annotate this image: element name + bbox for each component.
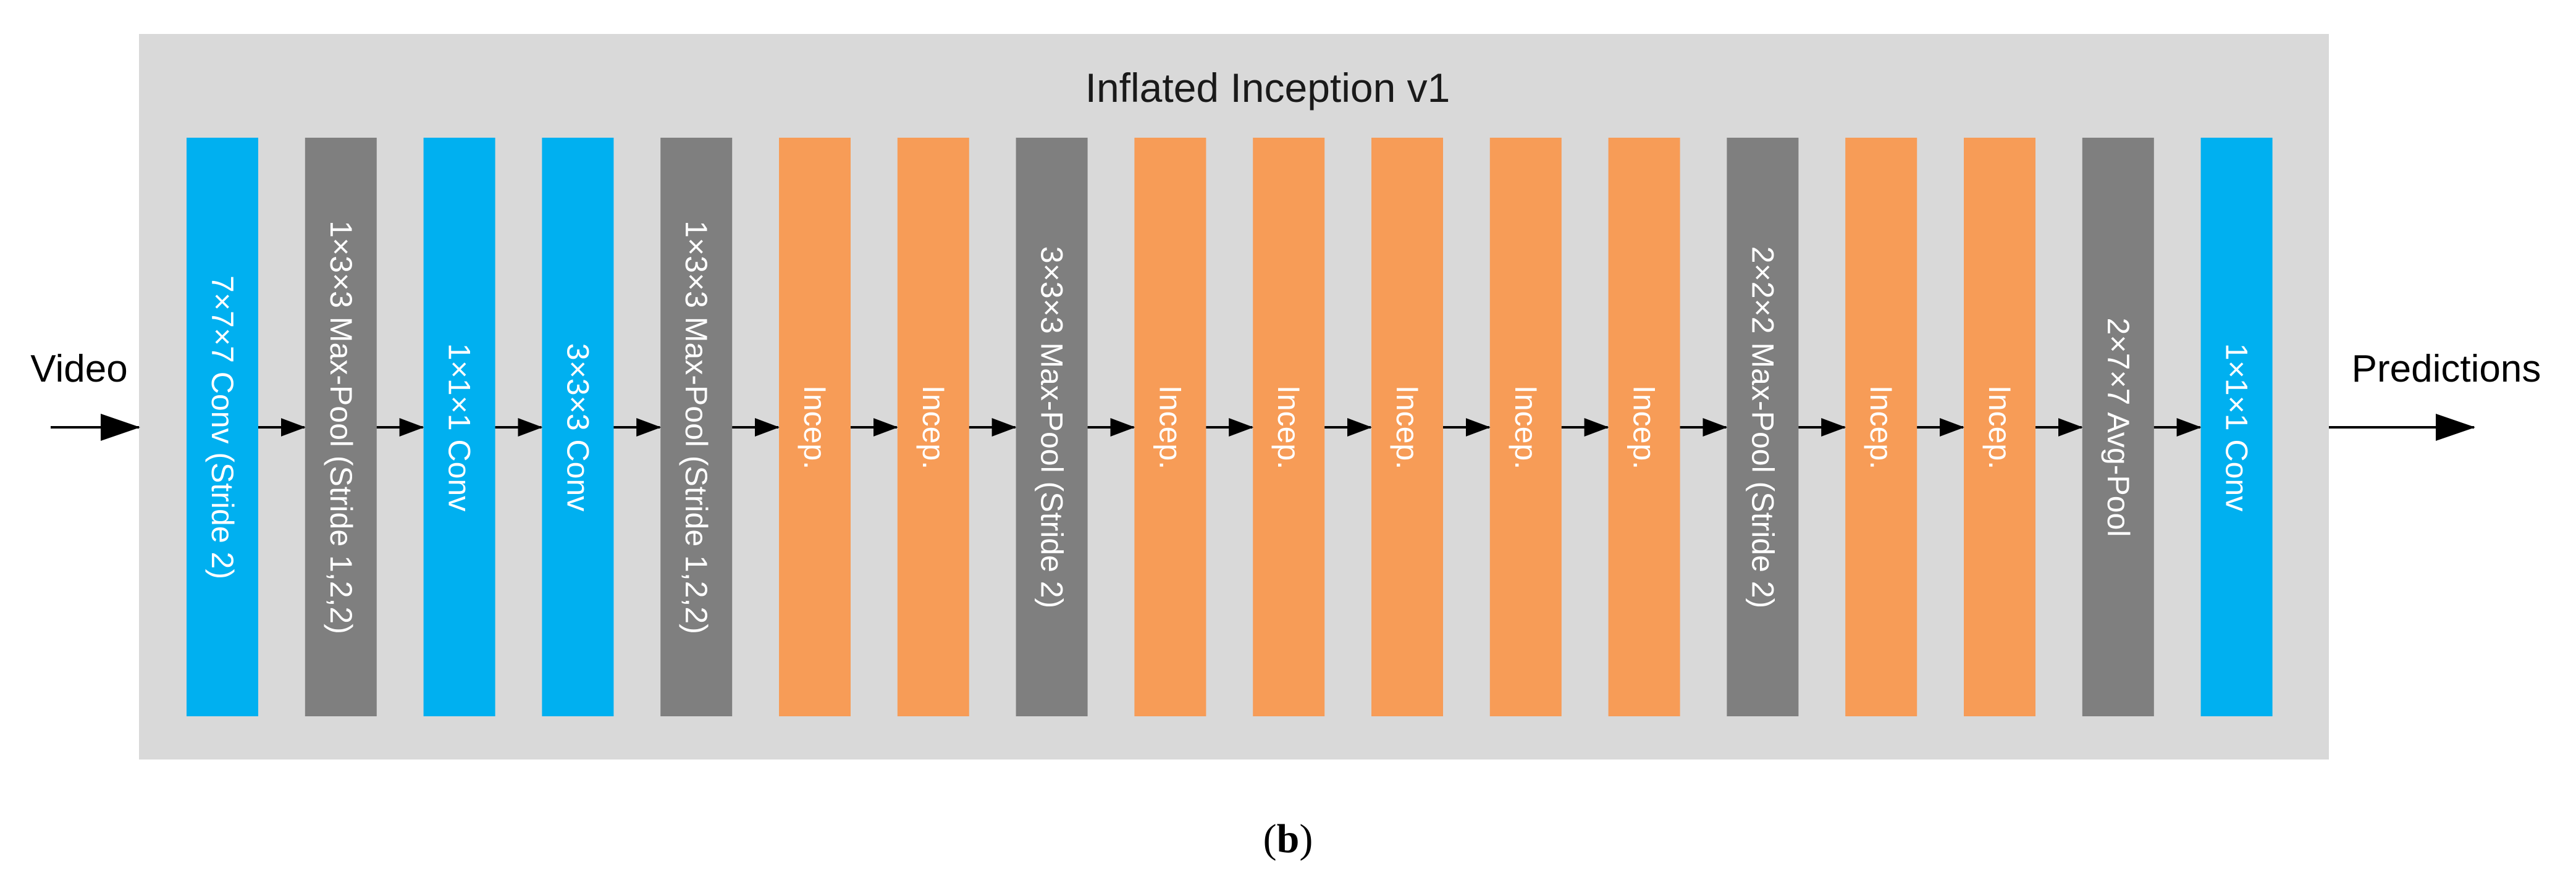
layer-block-incep: Incep. xyxy=(897,138,969,716)
layer-block-rect xyxy=(1016,138,1088,716)
layer-block-label: Incep. xyxy=(1153,385,1187,469)
layer-block-pool: 2×2×2 Max-Pool (Stride 2) xyxy=(1727,138,1799,716)
layer-block-incep: Incep. xyxy=(1964,138,2035,716)
layer-block-rect xyxy=(1489,138,1562,716)
layer-block-label: Incep. xyxy=(1390,385,1425,469)
layer-block-incep: Incep. xyxy=(1371,138,1443,716)
layer-block-incep: Incep. xyxy=(1489,138,1562,716)
layer-block-conv: 7×7×7 Conv (Stride 2) xyxy=(187,138,258,716)
layer-block-label: Incep. xyxy=(916,385,951,469)
layer-block-pool: 2×7×7 Avg-Pool xyxy=(2082,138,2154,716)
layer-block-conv: 3×3×3 Conv xyxy=(542,138,614,716)
layer-block-incep: Incep. xyxy=(1845,138,1917,716)
layer-block-incep: Incep. xyxy=(1608,138,1680,716)
layer-block-rect xyxy=(1727,138,1799,716)
caption-close: ) xyxy=(1299,816,1313,861)
layer-block-rect xyxy=(897,138,969,716)
layer-block-conv: 1×1×1 Conv xyxy=(2200,138,2273,716)
layer-block-rect xyxy=(1134,138,1206,716)
layer-block-rect xyxy=(1608,138,1680,716)
layer-block-label: 1×1×1 Conv xyxy=(2220,343,2254,511)
layer-block-label: Incep. xyxy=(1982,385,2017,469)
layer-block-label: 1×3×3 Max-Pool (Stride 1,2,2) xyxy=(679,220,713,634)
layer-block-rect xyxy=(2200,138,2273,716)
layer-block-conv: 1×1×1 Conv xyxy=(423,138,495,716)
layer-block-pool: 1×3×3 Max-Pool (Stride 1,2,2) xyxy=(660,138,733,716)
layer-block-rect xyxy=(187,138,258,716)
layer-block-label: Incep. xyxy=(1864,385,1898,469)
layer-block-incep: Incep. xyxy=(1134,138,1206,716)
output-label: Predictions xyxy=(2352,348,2541,390)
input-label: Video xyxy=(30,348,127,390)
layer-block-label: 3×3×3 Conv xyxy=(560,343,595,511)
layer-block-label: Incep. xyxy=(1627,385,1662,469)
layer-block-label: Incep. xyxy=(798,385,832,469)
caption-open: ( xyxy=(1263,816,1277,861)
layer-block-pool: 3×3×3 Max-Pool (Stride 2) xyxy=(1016,138,1088,716)
layer-block-label: Incep. xyxy=(1271,385,1306,469)
layer-block-label: 1×1×1 Conv xyxy=(442,343,477,511)
layer-block-rect xyxy=(2082,138,2154,716)
layer-block-incep: Incep. xyxy=(779,138,851,716)
layer-block-label: 1×3×3 Max-Pool (Stride 1,2,2) xyxy=(324,220,358,634)
layer-block-pool: 1×3×3 Max-Pool (Stride 1,2,2) xyxy=(305,138,377,716)
panel-title: Inflated Inception v1 xyxy=(1085,65,1450,111)
layer-block-rect xyxy=(305,138,377,716)
layer-block-incep: Incep. xyxy=(1253,138,1325,716)
caption: (b) xyxy=(1263,816,1313,861)
layer-block-label: Incep. xyxy=(1509,385,1543,469)
layer-block-rect xyxy=(542,138,614,716)
layer-block-rect xyxy=(779,138,851,716)
layer-block-rect xyxy=(1253,138,1325,716)
layer-block-label: 7×7×7 Conv (Stride 2) xyxy=(205,275,240,579)
layer-block-rect xyxy=(1845,138,1917,716)
layer-block-label: 2×2×2 Max-Pool (Stride 2) xyxy=(1745,246,1780,608)
layer-blocks: 7×7×7 Conv (Stride 2) 1×3×3 Max-Pool (Str… xyxy=(187,138,2273,716)
layer-block-label: 2×7×7 Avg-Pool xyxy=(2101,318,2136,537)
layer-block-rect xyxy=(1371,138,1443,716)
layer-block-rect xyxy=(660,138,733,716)
layer-block-rect xyxy=(423,138,495,716)
caption-letter: b xyxy=(1277,816,1300,861)
layer-block-rect xyxy=(1964,138,2035,716)
layer-block-label: 3×3×3 Max-Pool (Stride 2) xyxy=(1035,246,1069,608)
